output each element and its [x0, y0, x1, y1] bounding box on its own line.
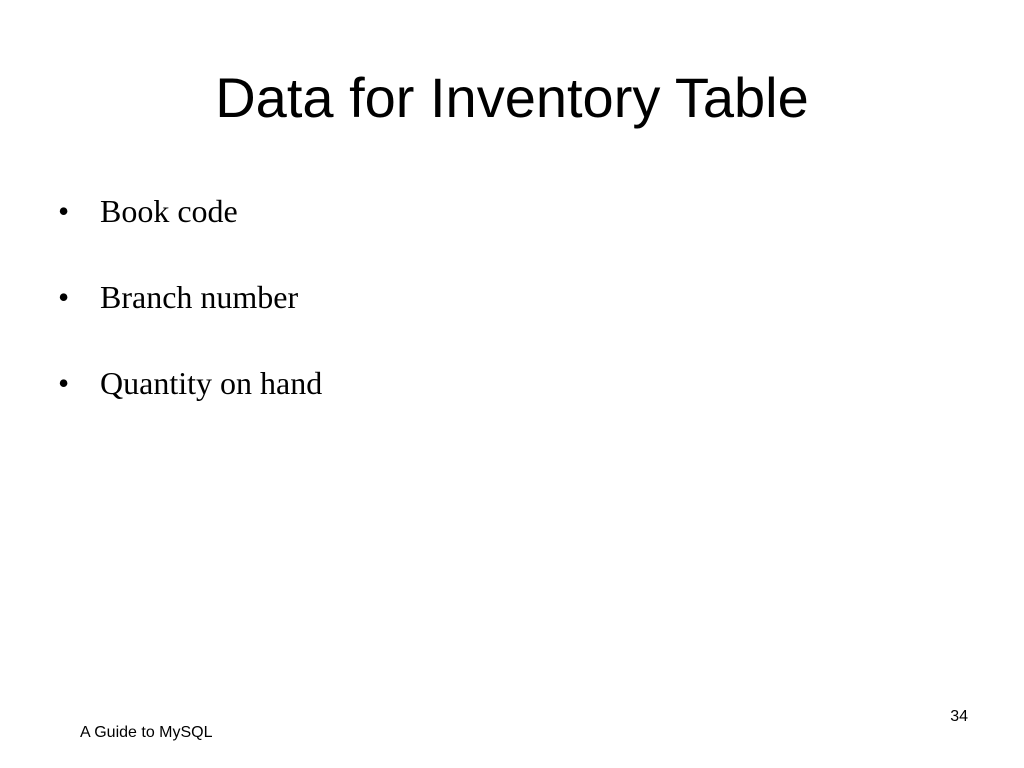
bullet-text: Quantity on hand — [100, 365, 323, 401]
footer-text: A Guide to MySQL — [80, 724, 213, 741]
bullet-item: • Book code — [58, 188, 958, 274]
bullet-item: • Branch number — [58, 274, 958, 360]
bullet-text: Branch number — [100, 279, 299, 315]
bullet-list: • Book code • Branch number • Quantity o… — [58, 188, 958, 446]
bullet-icon: • — [58, 365, 70, 401]
slide-title: Data for Inventory Table — [215, 66, 809, 129]
bullet-item: • Quantity on hand — [58, 360, 958, 446]
bullet-icon: • — [58, 193, 70, 229]
bullet-icon: • — [58, 279, 70, 315]
bullet-text: Book code — [100, 193, 238, 229]
page-number: 34 — [950, 708, 968, 725]
